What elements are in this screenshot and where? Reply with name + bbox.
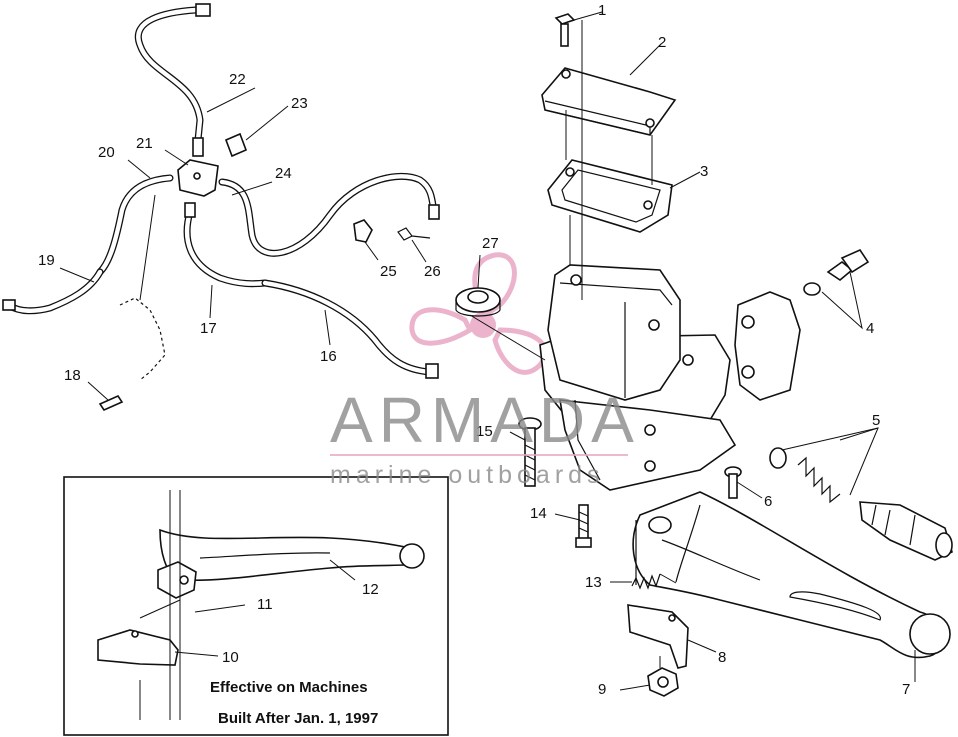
fitting-part-26	[397, 227, 431, 241]
handlebar-clamp-part-4	[734, 291, 801, 401]
hose-part-16	[261, 279, 439, 379]
watermark-tagline: marine outboards	[330, 461, 605, 489]
armada-propeller-logo-icon	[409, 252, 548, 375]
leader-lines	[59, 11, 916, 691]
label-10: 10	[222, 649, 239, 666]
label-15: 15	[476, 423, 493, 440]
hose-part-19	[2, 268, 104, 315]
hose-part-17	[183, 202, 269, 288]
lever-clip-part-8	[627, 604, 689, 669]
nut-part-9	[647, 667, 679, 697]
part-number-labels: 1 2 3 4 5 6 7 8 9 10 11 12 13 14 15 16 1…	[38, 2, 910, 698]
screw-part-1	[554, 13, 576, 47]
spring-part-13	[631, 573, 677, 590]
reservoir-cover-part-2	[541, 67, 677, 136]
inset-box	[63, 476, 449, 736]
label-2: 2	[658, 34, 666, 51]
label-23: 23	[291, 95, 308, 112]
label-20: 20	[98, 144, 115, 161]
inset-axis-lines	[139, 490, 181, 720]
label-11: 11	[257, 596, 273, 613]
label-14: 14	[530, 505, 547, 522]
watermark-brand: ARMADA	[330, 384, 640, 456]
inset-block-part-11	[157, 561, 197, 599]
label-3: 3	[700, 163, 708, 180]
label-4: 4	[866, 320, 874, 337]
fitting-part-25	[353, 219, 373, 243]
inset-lever-part-12	[159, 528, 425, 582]
master-cylinder-body	[539, 264, 737, 491]
hose-part-22	[134, 3, 211, 157]
label-16: 16	[320, 348, 337, 365]
label-17: 17	[200, 320, 217, 337]
label-21: 21	[136, 135, 153, 152]
label-19: 19	[38, 252, 55, 269]
brake-lever-part-7	[632, 491, 951, 659]
reservoir-projection-lines	[565, 20, 653, 300]
hose-part-24	[218, 172, 440, 257]
clamp-bolt-washer	[803, 248, 870, 296]
inset-note-line-2: Built After Jan. 1, 1997	[218, 710, 378, 727]
label-1: 1	[598, 2, 606, 19]
bolt-part-15	[518, 417, 542, 487]
label-5: 5	[872, 412, 880, 429]
switch-part-23	[224, 132, 248, 158]
bolt-part-14	[575, 504, 592, 548]
gasket-part-3	[547, 159, 673, 233]
bracket-outline	[119, 194, 166, 381]
label-9: 9	[598, 681, 606, 698]
label-6: 6	[764, 493, 772, 510]
label-25: 25	[380, 263, 397, 280]
label-24: 24	[275, 165, 292, 182]
inset-clip-part-10	[97, 629, 179, 666]
inset-note-line-1: Effective on Machines	[210, 679, 368, 696]
label-27: 27	[482, 235, 499, 252]
junction-block-part-21	[177, 159, 219, 197]
screw-part-18	[98, 394, 124, 412]
label-18: 18	[64, 367, 81, 384]
armada-watermark: ARMADA marine outboards	[330, 384, 640, 489]
label-7: 7	[902, 681, 910, 698]
label-13: 13	[585, 574, 602, 591]
label-26: 26	[424, 263, 441, 280]
label-12: 12	[362, 581, 379, 598]
label-22: 22	[229, 71, 246, 88]
hose-part-20	[96, 174, 174, 276]
piston-kit-part-5	[769, 447, 953, 561]
label-8: 8	[718, 649, 726, 666]
pin-part-6	[724, 466, 742, 499]
